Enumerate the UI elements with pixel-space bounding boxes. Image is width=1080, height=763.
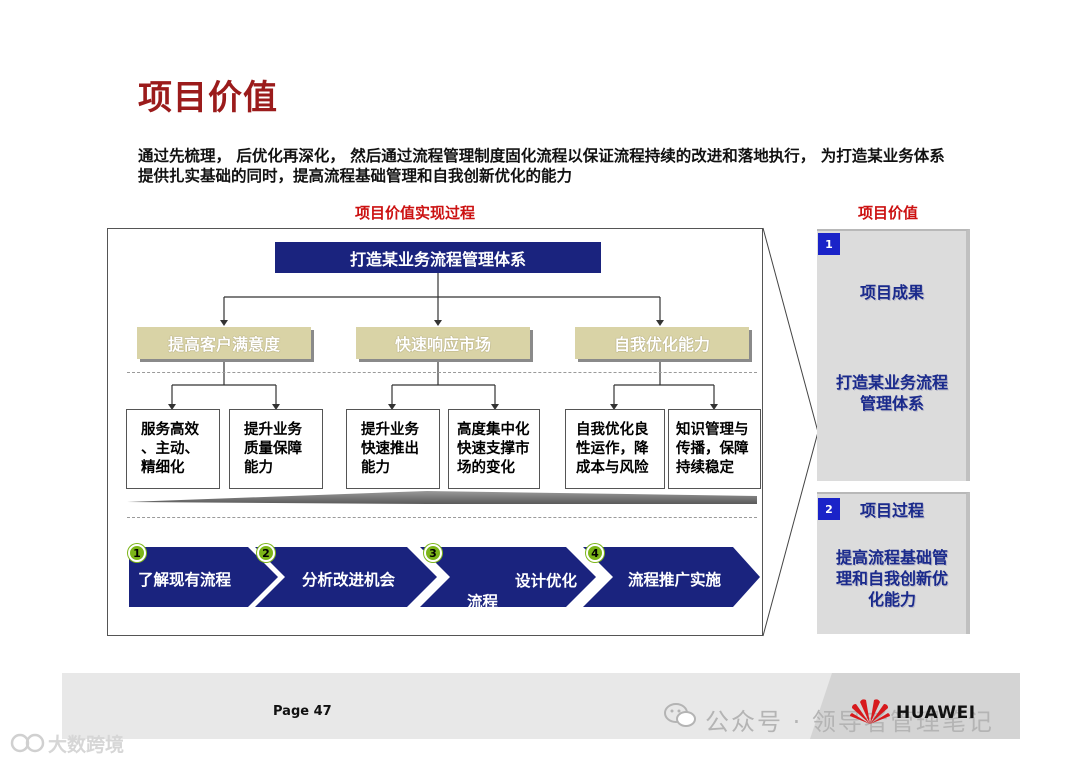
wechat-icon — [664, 703, 696, 727]
brand-name: HUAWEI — [896, 703, 976, 723]
page-number: Page 47 — [273, 704, 332, 719]
value-panel-number-1: 1 — [818, 233, 840, 255]
value-panel-heading-2: 项目过程 — [859, 501, 924, 520]
chevron-step-1 — [129, 547, 278, 607]
leaf-efficient-service: 服务高效 、主动、 精细化 — [126, 409, 220, 489]
step-number-1: 1 — [128, 544, 146, 562]
branch-self-optimization: 自我优化能力 — [575, 327, 749, 359]
leaf-knowledge-management: 知识管理与 传播，保障 持续稳定 — [668, 409, 761, 489]
value-panel-outcome — [817, 229, 970, 481]
step-number-2: 2 — [257, 544, 275, 562]
step-label-2: 分析改进机会 — [302, 571, 396, 589]
value-panel-number-2: 2 — [818, 498, 840, 520]
watermark-official-account: 公众号 · 领导者管理笔记 — [705, 708, 994, 736]
step-label-1: 了解现有流程 — [138, 571, 232, 589]
branch-market-response: 快速响应市场 — [356, 327, 530, 359]
value-heading: 项目价值 — [858, 204, 919, 222]
value-panel-process — [817, 492, 970, 634]
separator-bottom — [127, 517, 757, 518]
value-panel-heading-1: 项目成果 — [859, 283, 924, 302]
footer-brand-band — [810, 673, 1020, 739]
chevron-step-3 — [420, 547, 596, 607]
watermark-logo-icon — [10, 733, 45, 753]
page-title: 项目价值 — [138, 78, 278, 118]
chevron-step-2 — [255, 547, 437, 607]
separator-top — [127, 372, 757, 373]
step-label-4: 流程推广实施 — [628, 571, 722, 589]
leaf-fast-launch: 提升业务 快速推出 能力 — [346, 409, 440, 489]
watermark-site: 大数跨境 — [48, 734, 125, 756]
leaf-centralized-support: 高度集中化 快速支撑市 场的变化 — [448, 409, 540, 489]
process-heading: 项目价值实现过程 — [355, 204, 476, 222]
chevron-step-4 — [583, 547, 760, 607]
leaf-quality-assurance: 提升业务 质量保障 能力 — [229, 409, 323, 489]
step-number-4: 4 — [586, 544, 604, 562]
step-label-3-line2: 流程 — [467, 593, 499, 611]
huawei-logo-icon — [850, 699, 890, 724]
value-panel-body-1: 打造某业务流程 管理体系 — [835, 373, 948, 413]
branch-customer-satisfaction: 提高客户满意度 — [137, 327, 311, 359]
intro-paragraph: 通过先梳理， 后优化再深化， 然后通过流程管理制度固化流程以保证流程持续的改进和… — [138, 147, 945, 185]
step-number-3: 3 — [424, 544, 442, 562]
leaf-cost-risk: 自我优化良 性运作，降 成本与风险 — [565, 409, 665, 489]
step-label-3: 设计优化 — [515, 572, 578, 590]
root-node: 打造某业务流程管理体系 — [275, 242, 601, 273]
gradient-wedge — [127, 491, 757, 504]
value-panel-body-2: 提高流程基础管 理和自我创新优 化能力 — [835, 548, 948, 609]
